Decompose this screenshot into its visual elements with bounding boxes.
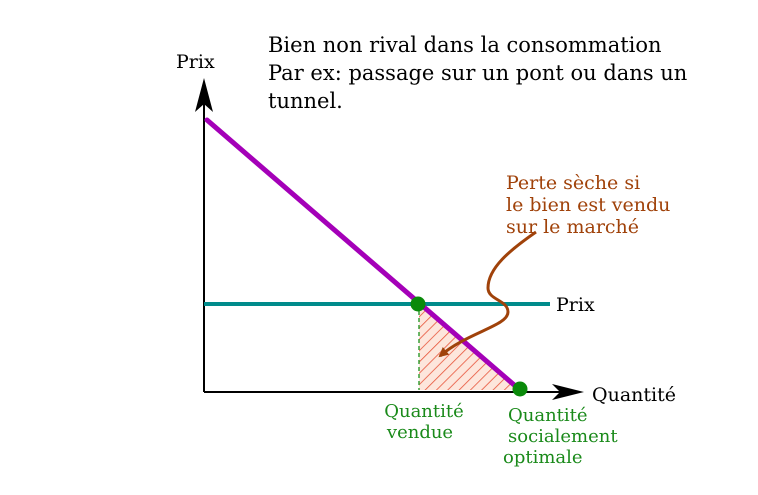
- annotation-line-1: Perte sèche si: [506, 172, 640, 194]
- optimal-quantity-label-1: Quantité: [508, 405, 588, 426]
- demand-line: [204, 117, 523, 393]
- caption-line-3: tunnel.: [268, 89, 343, 113]
- market-equilibrium-point: [410, 296, 426, 312]
- caption-line-1: Bien non rival dans la consommation: [268, 33, 662, 57]
- annotation-line-2: le bien est vendu: [506, 194, 670, 216]
- optimal-quantity-label-2: socialement: [508, 426, 618, 447]
- annotation-line-3: sur le marché: [506, 216, 639, 238]
- optimal-quantity-label-3: optimale: [503, 447, 583, 468]
- sold-quantity-label-2: vendue: [386, 422, 453, 443]
- price-line-label: Prix: [556, 294, 595, 316]
- caption-line-2: Par ex: passage sur un pont ou dans un: [268, 61, 687, 85]
- y-axis-label: Prix: [176, 51, 215, 73]
- x-axis-arrowhead: [552, 384, 584, 400]
- annotation-arrow: [438, 230, 537, 358]
- x-axis-label: Quantité: [592, 384, 676, 406]
- optimal-quantity-point: [512, 381, 528, 397]
- sold-quantity-label-1: Quantité: [384, 401, 464, 422]
- y-axis-arrowhead: [195, 78, 213, 112]
